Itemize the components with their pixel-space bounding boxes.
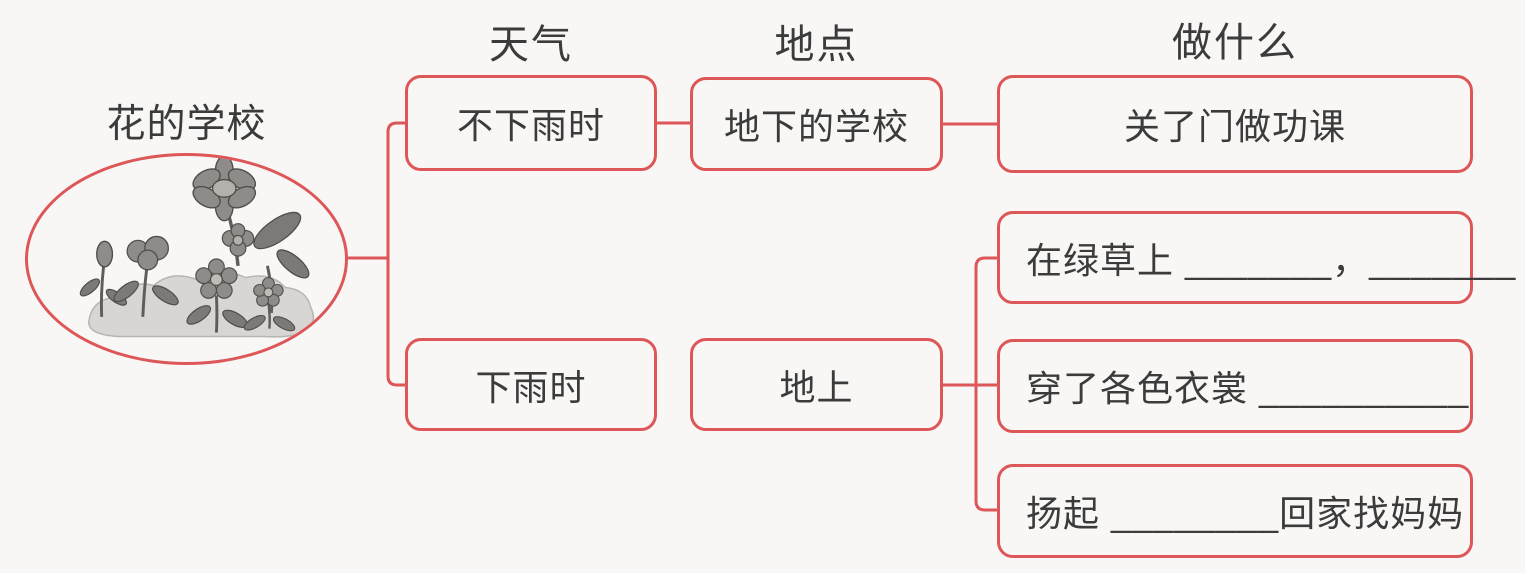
column-header-location: 地点 [774, 23, 859, 67]
node-on-grass-blank: 在绿草上 _______，_______ [997, 211, 1515, 304]
wire-right-trunk [974, 256, 999, 512]
flower-center [186, 258, 248, 333]
wire-left-trunk [386, 121, 407, 387]
root-node-ellipse [25, 153, 348, 365]
node-wear-clothes-blank: 穿了各色衣裳 __________ [997, 339, 1473, 433]
node-ground: 地上 [690, 338, 943, 431]
node-do-homework: 关了门做功课 [997, 75, 1473, 173]
flower-round-left [113, 235, 179, 317]
node-rain: 下雨时 [405, 338, 657, 431]
flowers-illustration [79, 156, 315, 338]
flower-small-mid [221, 223, 255, 257]
flower-tall [192, 156, 257, 267]
column-header-weather: 天气 [489, 23, 573, 67]
node-raise-home-blank: 扬起 ________回家找妈妈 [997, 464, 1473, 558]
column-header-action: 做什么 [1172, 21, 1298, 65]
page-title: 花的学校 [106, 103, 267, 146]
node-no-rain: 不下雨时 [405, 75, 657, 171]
node-underground-school: 地下的学校 [690, 77, 943, 171]
flower-small-right [243, 277, 296, 332]
